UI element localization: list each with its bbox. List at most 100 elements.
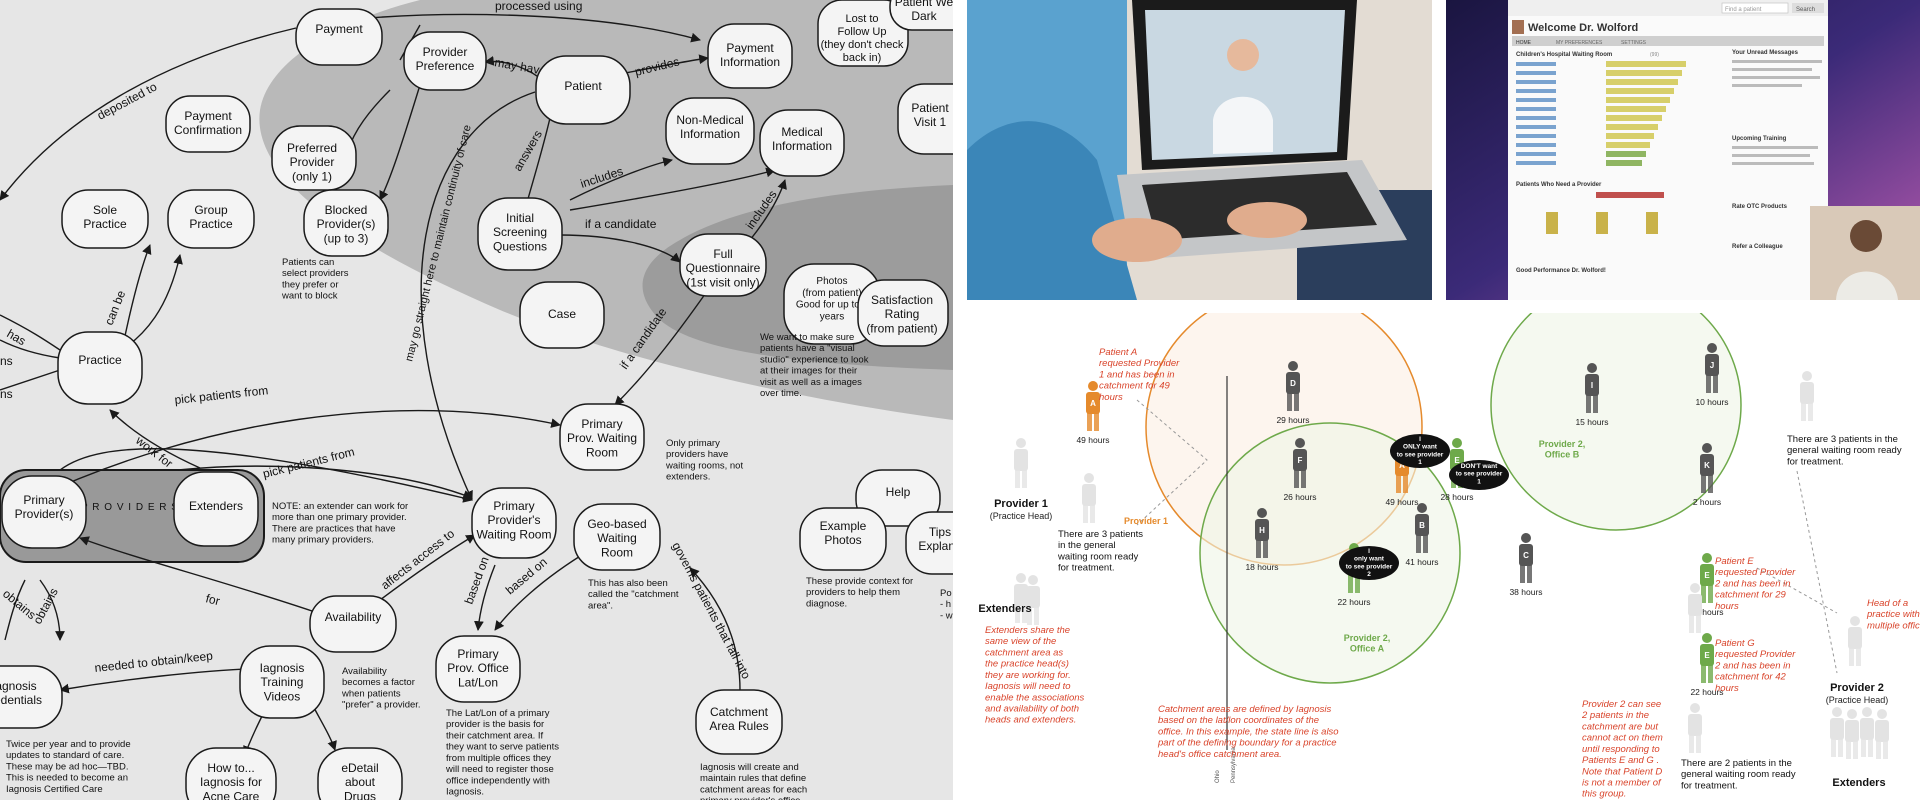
edge-based-on-1: based on — [462, 555, 492, 606]
edge-for: for — [204, 591, 221, 608]
edge-ns-2: ns — [0, 387, 13, 401]
catchment-label-office-b: Provider 2,Office B — [1539, 439, 1586, 460]
waiting-row-name[interactable] — [1516, 107, 1556, 111]
edge-can-be: can be — [102, 288, 129, 327]
node-patient[interactable]: Patient — [535, 55, 631, 125]
patient-hours: 18 hours — [1245, 562, 1278, 572]
patient-figure: A49 hours — [1076, 381, 1110, 445]
edge-has: has — [5, 326, 29, 348]
patient-letter: F — [1298, 456, 1303, 465]
patient-letter: K — [1704, 461, 1710, 470]
waiting-room-title: Children's Hospital Waiting Room — [1516, 52, 1612, 58]
dashboard-search-input[interactable]: Find a patient — [1725, 7, 1762, 13]
dashboard-search-button[interactable]: Search — [1796, 7, 1815, 13]
node-help[interactable]: Help — [855, 469, 941, 527]
provider1-sub: (Practice Head) — [990, 511, 1053, 521]
waiting-row-name[interactable] — [1516, 161, 1556, 165]
node-availability[interactable]: Availability — [309, 595, 397, 653]
node-payment[interactable]: Payment — [295, 8, 383, 66]
patient-figure: D29 hours — [1276, 361, 1310, 425]
patient-hours: 22 hours — [1337, 597, 1370, 607]
patient-figure: I15 hours — [1575, 363, 1609, 427]
waiting-row-bar — [1606, 97, 1670, 103]
waiting-row-bar — [1606, 70, 1682, 76]
patient-letter: H — [1259, 526, 1265, 535]
waiting-row-name[interactable] — [1516, 89, 1556, 93]
node-credentials[interactable]: agnosisredentials — [0, 665, 63, 729]
laptop-photo-svg — [967, 0, 1432, 300]
patient-letter: J — [1710, 361, 1714, 370]
waiting-row-name[interactable] — [1516, 143, 1556, 147]
patient-figure: C38 hours — [1509, 533, 1543, 597]
dashboard-tab-preferences[interactable]: MY PREFERENCES — [1556, 40, 1603, 46]
waiting-row-name[interactable] — [1516, 80, 1556, 84]
waiting-row-name[interactable] — [1516, 62, 1556, 66]
dashboard-tab-settings[interactable]: SETTINGS — [1621, 40, 1647, 46]
waiting-row-name[interactable] — [1516, 134, 1556, 138]
waiting-room-rows — [1516, 61, 1686, 166]
edge-processed-using: processed using — [495, 0, 582, 13]
dashboard-tab-home[interactable]: HOME — [1516, 40, 1532, 46]
waiting-row-name[interactable] — [1516, 98, 1556, 102]
unread-messages-title: Your Unread Messages — [1732, 50, 1799, 56]
node-case[interactable]: Case — [519, 281, 605, 349]
node-extenders[interactable]: Extenders — [173, 471, 259, 547]
patient-figure — [1848, 616, 1862, 666]
svg-text:Extenders: Extenders — [189, 499, 243, 513]
waiting-row-name[interactable] — [1516, 152, 1556, 156]
edge-obtains-2: obtains — [30, 586, 61, 627]
edge-affects-access: affects access to — [378, 526, 457, 592]
waiting-row-bar — [1606, 151, 1646, 157]
dashboard-svg: Find a patient Search Welcome Dr. Wolfor… — [1446, 0, 1920, 300]
waiting-row-bar — [1606, 115, 1662, 121]
waiting-row-name[interactable] — [1516, 71, 1556, 75]
node-practice[interactable]: Practice — [57, 331, 143, 405]
node-label: agnosisredentials — [0, 679, 42, 707]
waiting-row-name[interactable] — [1516, 116, 1556, 120]
patient-letter: D — [1290, 379, 1296, 388]
node-tips[interactable]: TipsExplana — [905, 511, 953, 575]
waiting-row-name[interactable] — [1516, 125, 1556, 129]
patient-figure: E28 hours — [1690, 553, 1724, 617]
edge-governs: governs patients that fall into — [669, 540, 753, 682]
patient-figure — [1860, 707, 1874, 757]
patients-need-provider-title: Patients Who Need a Provider — [1516, 182, 1602, 188]
